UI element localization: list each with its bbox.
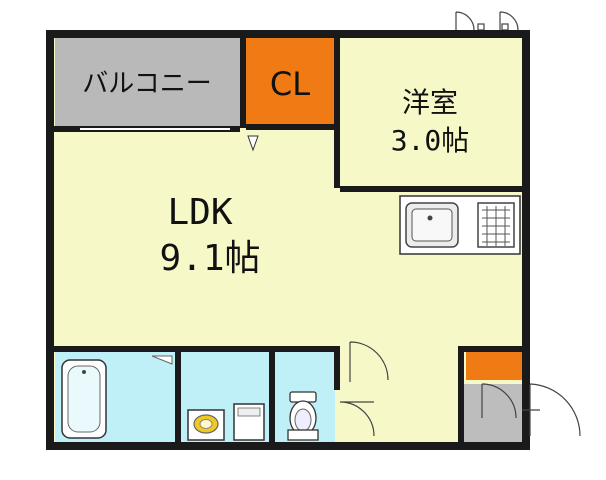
exterior-walls — [46, 30, 530, 450]
balcony-area — [55, 38, 240, 128]
western-room-label: 洋室 — [402, 86, 458, 119]
washing-machine-icon — [233, 403, 265, 441]
toilet-door-swing — [339, 401, 375, 437]
western-room-size: 3.0帖 — [391, 124, 470, 157]
closet-door-marker — [247, 135, 259, 152]
hall-door-swing — [349, 341, 389, 382]
closet-area — [246, 38, 334, 126]
top-door-swing — [455, 11, 519, 31]
bath-door-marker — [151, 355, 173, 365]
washbasin-icon — [187, 409, 225, 441]
stove-icon — [477, 202, 515, 248]
ldk-label: LDK — [167, 192, 232, 233]
western-room-floor — [340, 38, 525, 188]
ldk-size: 9.1帖 — [159, 238, 260, 279]
balcony-label: バルコニー — [82, 69, 211, 99]
bathtub-icon — [61, 359, 107, 439]
storage-box — [466, 352, 524, 380]
kitchen-counter — [399, 195, 521, 255]
toilet-icon — [287, 391, 319, 441]
entrance-door-swing — [481, 383, 581, 437]
wall-top-right — [456, 30, 530, 38]
closet-label: CL — [270, 65, 310, 103]
entrance-floor — [462, 384, 524, 444]
